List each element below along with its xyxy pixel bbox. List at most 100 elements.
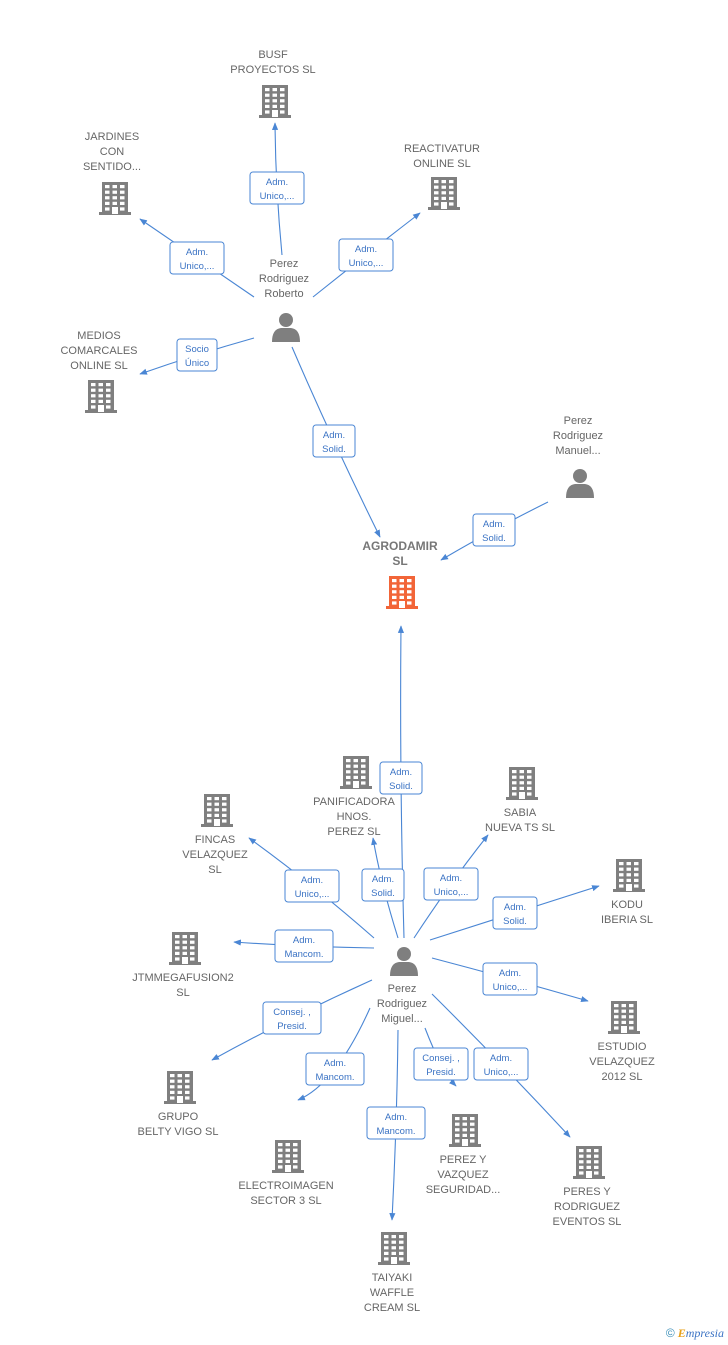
- node-label-line: PROYECTOS SL: [230, 64, 315, 76]
- node-label-line: GRUPO: [158, 1111, 199, 1123]
- relationship-label[interactable]: Adm.Solid.: [361, 868, 405, 902]
- relationship-label-line: Mancom.: [315, 1072, 354, 1083]
- brand-name: mpresia: [685, 1326, 724, 1340]
- building-icon: [340, 756, 372, 789]
- relationship-label[interactable]: Adm.Unico,...: [169, 241, 225, 275]
- node-label-line: HNOS.: [337, 811, 372, 823]
- node-label-line: Rodriguez: [553, 430, 603, 442]
- node-label-line: SL: [176, 987, 189, 999]
- relationship-label[interactable]: Adm.Mancom.: [305, 1052, 365, 1086]
- node-label-line: Perez: [270, 258, 299, 270]
- empresia-brand[interactable]: ©Empresia: [666, 1326, 724, 1341]
- edge-miguel-electro: Adm.Mancom.: [297, 1007, 371, 1101]
- building-icon: [99, 182, 131, 215]
- node-label-line: ONLINE SL: [413, 158, 470, 170]
- edge-manuel-agrodamir: Adm. Solid.: [440, 501, 549, 561]
- relationship-label[interactable]: Consej. , Presid.: [262, 1001, 322, 1035]
- node-label-line: Perez: [564, 415, 593, 427]
- edge-roberto-reactivatur: Adm.Unico,...: [312, 212, 421, 298]
- node-pyv[interactable]: PEREZ Y VAZQUEZ SEGURIDAD...: [426, 1114, 501, 1196]
- node-grupo[interactable]: GRUPO BELTY VIGO SL: [138, 1071, 219, 1138]
- node-label-line: TAIYAKI: [372, 1272, 413, 1284]
- relationship-label[interactable]: Adm. Solid.: [472, 513, 516, 547]
- node-manuel[interactable]: PerezRodriguezManuel...: [553, 415, 603, 498]
- node-label-line: REACTIVATUR: [404, 143, 480, 155]
- person-icon: [566, 469, 594, 498]
- node-label-line: SABIA: [504, 807, 537, 819]
- relationship-label-box: [338, 238, 394, 272]
- relationship-label-line: Mancom.: [284, 949, 323, 960]
- relationship-label-line: Presid.: [426, 1067, 456, 1078]
- relationship-label[interactable]: Adm.Unico,...: [284, 869, 340, 903]
- node-label-line: COMARCALES: [60, 345, 137, 357]
- node-label-line: Rodriguez: [259, 273, 309, 285]
- relationship-label[interactable]: Consej. ,Presid.: [413, 1047, 469, 1081]
- relationship-label[interactable]: Adm. Solid.: [492, 896, 538, 930]
- edge-miguel-kodu: Adm. Solid.: [429, 885, 600, 941]
- relationship-label-line: Adm.: [301, 875, 323, 886]
- edge-miguel-fincas: Adm.Unico,...: [248, 837, 375, 939]
- node-miguel[interactable]: PerezRodriguezMiguel...: [377, 947, 427, 1025]
- building-icon: [608, 1001, 640, 1034]
- relationship-label-box: [249, 171, 305, 205]
- relationship-label-line: Solid.: [482, 533, 506, 544]
- relationship-label[interactable]: Adm.Unico,...: [338, 238, 394, 272]
- node-label-line: VELAZQUEZ: [589, 1056, 655, 1068]
- relationship-label-line: Solid.: [503, 916, 527, 927]
- relationship-label[interactable]: Adm.Solid.: [312, 424, 356, 458]
- edge-miguel-pyr: Adm. Unico,...: [431, 993, 571, 1138]
- relationship-label-line: Adm.: [504, 902, 526, 913]
- relationship-label-box: [284, 869, 340, 903]
- relationship-label-line: Adm.: [483, 519, 505, 530]
- node-label-line: BELTY VIGO SL: [138, 1126, 219, 1138]
- relationship-label[interactable]: Adm.Unico,...: [482, 962, 538, 996]
- relationship-label-box: [472, 513, 516, 547]
- node-jardines[interactable]: JARDINESCONSENTIDO...: [83, 131, 141, 215]
- relationship-label-line: Adm.: [372, 874, 394, 885]
- relationship-label[interactable]: Adm.Solid.: [379, 761, 423, 795]
- relationship-label[interactable]: Adm.Mancom.: [366, 1106, 426, 1140]
- relationship-label[interactable]: Adm.Unico,...: [423, 867, 479, 901]
- relationship-label-line: Unico,...: [484, 1067, 519, 1078]
- node-label-line: ONLINE SL: [70, 360, 127, 372]
- relationship-label-line: Solid.: [389, 781, 413, 792]
- edge-roberto-jardines: Adm.Unico,...: [139, 218, 255, 298]
- relationship-label[interactable]: Adm. Unico,...: [473, 1047, 529, 1081]
- relationship-label-line: Adm.: [490, 1053, 512, 1064]
- relationship-label-line: Adm.: [440, 873, 462, 884]
- node-label-line: JTMMEGAFUSION2: [132, 972, 233, 984]
- relationship-label-line: Adm.: [266, 177, 288, 188]
- relationship-label-box: [361, 868, 405, 902]
- relationship-label-box: [423, 867, 479, 901]
- relationship-label-line: Adm.: [355, 244, 377, 255]
- node-label-line: VAZQUEZ: [437, 1169, 488, 1181]
- relationship-label-line: Consej. ,: [273, 1007, 311, 1018]
- relationship-label-line: Presid.: [277, 1021, 307, 1032]
- building-icon: [169, 932, 201, 965]
- node-label-line: SEGURIDAD...: [426, 1184, 501, 1196]
- relationship-label-box: [473, 1047, 529, 1081]
- building-icon: [85, 380, 117, 413]
- node-label-line: SL: [208, 864, 221, 876]
- relationship-label[interactable]: Adm.Unico,...: [249, 171, 305, 205]
- relationship-label-line: Único: [185, 358, 209, 369]
- node-label-line: PEREZ Y: [440, 1154, 488, 1166]
- relationship-label[interactable]: Adm.Mancom.: [274, 929, 334, 963]
- node-reactivatur[interactable]: REACTIVATUR ONLINE SL: [404, 143, 480, 210]
- relationship-label-line: Adm.: [499, 968, 521, 979]
